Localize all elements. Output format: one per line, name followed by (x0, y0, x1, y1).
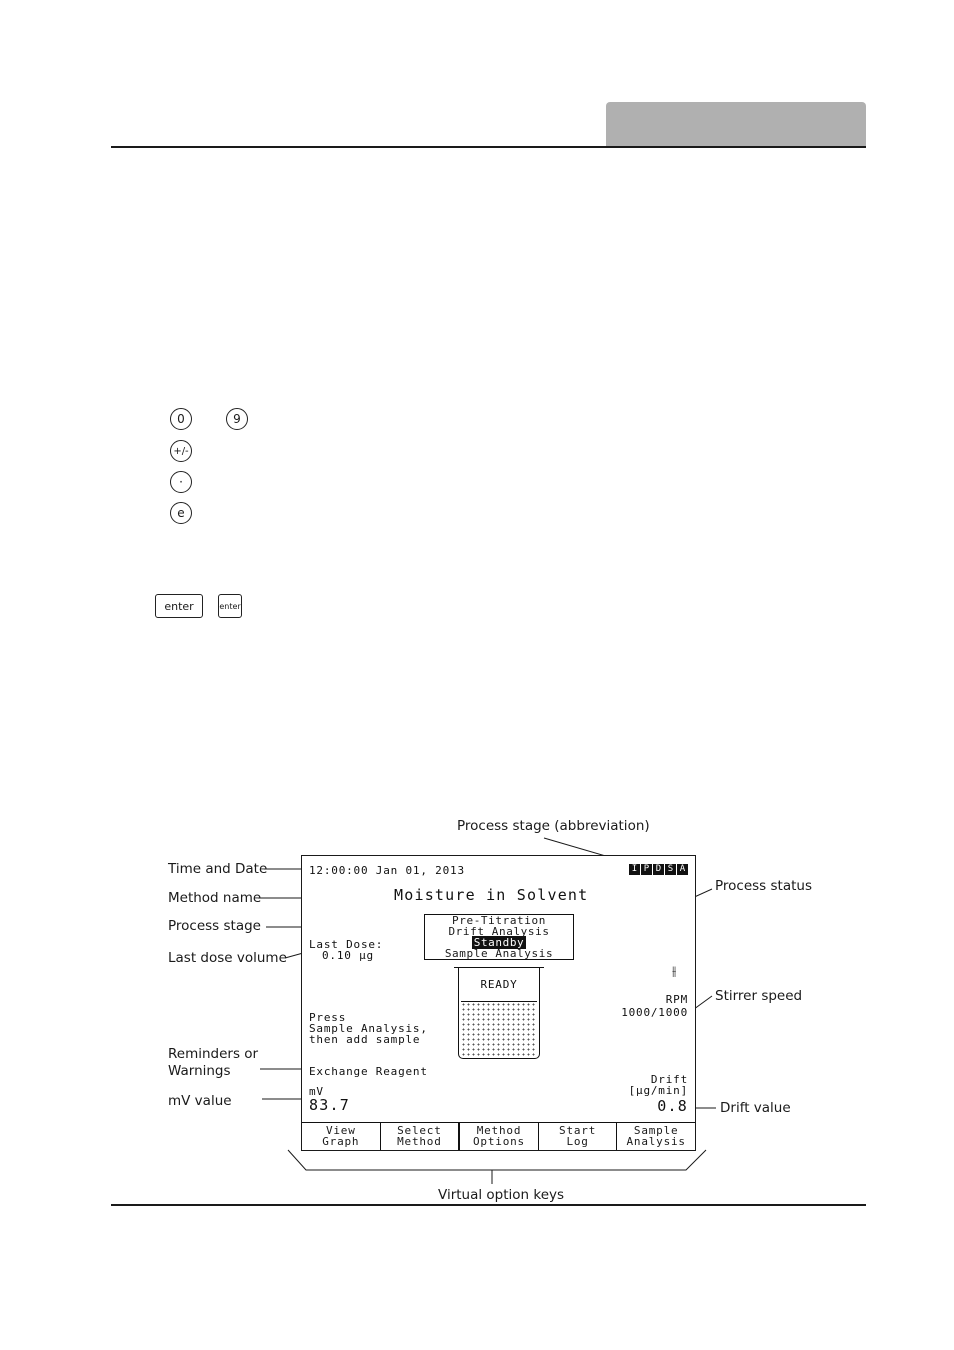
label-last-dose-volume: Last dose volume (168, 950, 287, 966)
stage-abbrev-d: D (653, 864, 664, 875)
last-dose-value: 0.10 µg (322, 949, 374, 962)
header-tab (606, 102, 866, 146)
beaker-icon: READY (458, 967, 540, 1059)
digit-nine-key-icon: 9 (226, 408, 248, 430)
stage-pre-titration: Pre-Titration (452, 914, 546, 927)
enter-key-icon: enter (155, 594, 203, 618)
last-dose-label: Last Dose: (309, 938, 384, 951)
prompt-text: Press Sample Analysis, then add sample (309, 1011, 428, 1046)
label-time-and-date: Time and Date (168, 861, 268, 877)
drift-value: 0.8 (657, 1097, 688, 1115)
softkey-view-graph[interactable]: View Graph (302, 1123, 381, 1150)
process-status: READY (480, 978, 518, 991)
stirrer-icon: ⫲ (672, 964, 677, 979)
stage-standby-text: Standby (471, 936, 527, 949)
enter-small-key-icon: enter (218, 594, 242, 618)
stage-abbrev-i: I (629, 864, 640, 875)
header-rule (111, 146, 866, 148)
reminder-text: Exchange Reagent (309, 1065, 428, 1078)
rpm-value: 1000/1000 (621, 1006, 688, 1019)
beaker-lip (454, 967, 544, 971)
label-reminders: Reminders or Warnings (168, 1046, 259, 1079)
decimal-key-icon: · (170, 471, 192, 493)
label-process-stage: Process stage (168, 918, 261, 934)
label-mv-value: mV value (168, 1093, 232, 1109)
datetime: 12:00:00 Jan 01, 2013 (309, 864, 465, 877)
virtual-option-keys: View Graph Select Method Method Options … (302, 1122, 695, 1150)
stage-standby: Standby (425, 936, 573, 949)
footer-rule (111, 1204, 866, 1206)
instrument-screen: 12:00:00 Jan 01, 2013 I P D S A Moisture… (301, 855, 696, 1151)
process-stage-box: Pre-Titration Drift Analysis Standby Sam… (424, 914, 574, 960)
stage-abbrev-a: A (677, 864, 688, 875)
label-drift-value: Drift value (720, 1100, 791, 1116)
label-virtual-keys: Virtual option keys (438, 1187, 565, 1203)
beaker-liquid (461, 1001, 537, 1056)
softkey-label-line1: Sample (633, 1124, 679, 1137)
drift-unit: [µg/min] (628, 1084, 688, 1097)
exponent-key-icon: e (170, 502, 192, 524)
softkey-label-line1: View (325, 1124, 356, 1137)
method-name: Moisture in Solvent (394, 886, 589, 904)
stage-sample-analysis: Sample Analysis (444, 947, 554, 960)
stage-abbrev: I P D S A (629, 864, 688, 875)
softkey-label-line2: Method (397, 1135, 442, 1148)
softkey-label-line2: Options (473, 1135, 525, 1148)
drift-label: Drift (650, 1073, 688, 1086)
softkey-label-line1: Method (476, 1124, 522, 1137)
label-process-stage-abbrev: Process stage (abbreviation) (457, 818, 650, 834)
softkey-method-options[interactable]: Method Options (460, 1123, 539, 1150)
stage-abbrev-p: P (641, 864, 652, 875)
softkey-sample-analysis[interactable]: Sample Analysis (617, 1123, 695, 1150)
plus-minus-key-icon: +/- (170, 440, 192, 462)
softkey-label-line2: Log (566, 1135, 589, 1148)
mv-value: 83.7 (309, 1096, 350, 1114)
label-stirrer-speed: Stirrer speed (715, 988, 803, 1004)
softkey-label-line2: Analysis (626, 1135, 686, 1148)
label-process-status: Process status (715, 878, 812, 894)
label-method-name: Method name (168, 890, 262, 906)
softkey-start-log[interactable]: Start Log (539, 1123, 618, 1150)
stage-drift-analysis: Drift Analysis (448, 925, 550, 938)
softkey-label-line1: Select (397, 1124, 442, 1137)
digit-zero-key-icon: 0 (170, 408, 192, 430)
rpm-label: RPM (665, 993, 688, 1006)
softkey-label-line1: Start (559, 1124, 597, 1137)
softkey-label-line2: Graph (322, 1135, 360, 1148)
mv-label: mV (309, 1085, 324, 1098)
softkey-select-method[interactable]: Select Method (381, 1123, 461, 1150)
stage-abbrev-s: S (665, 864, 676, 875)
